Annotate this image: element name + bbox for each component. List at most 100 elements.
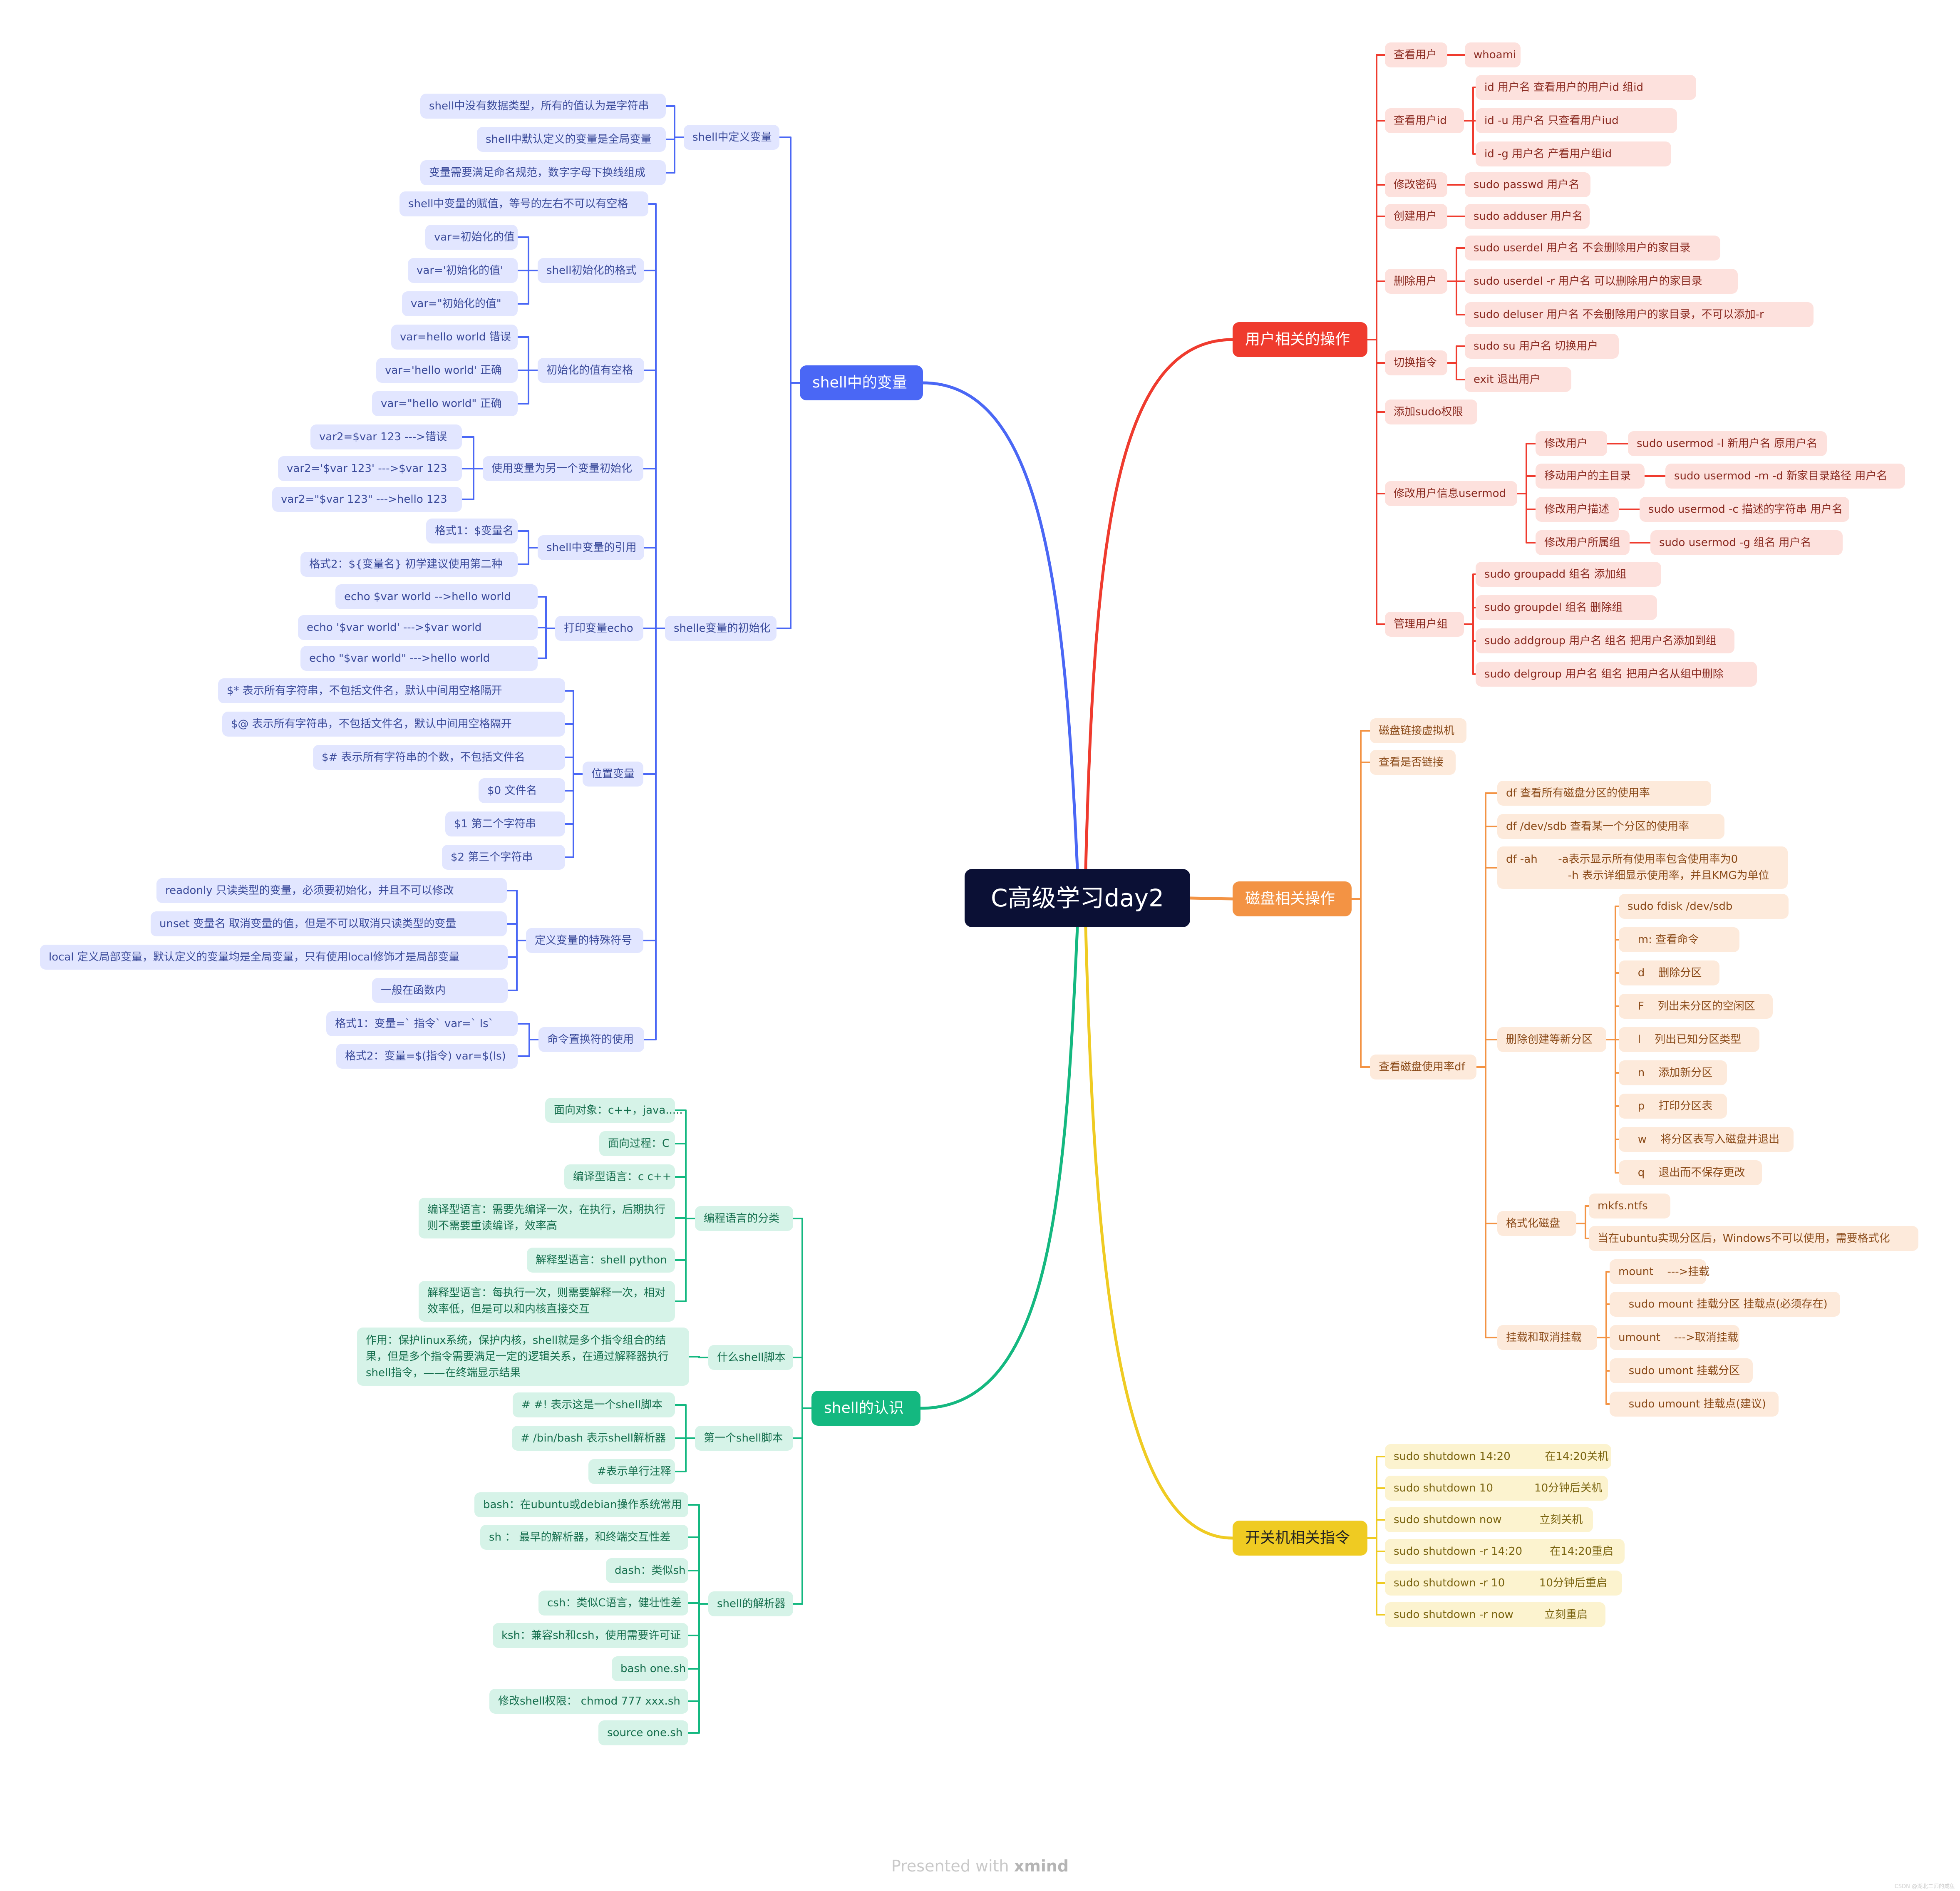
leaf-power-1[interactable]: sudo shutdown 10 10分钟后关机: [1385, 1476, 1608, 1501]
leaf-other-2[interactable]: var2="$var 123" --->hello 123: [272, 487, 462, 512]
leaf-special-3[interactable]: 一般在函数内: [372, 978, 508, 1003]
leaf-parser-1[interactable]: sh ： 最早的解析器，和终端交互性差: [480, 1525, 688, 1550]
node-usermod-1[interactable]: 移动用户的主目录: [1536, 464, 1645, 489]
node-mount[interactable]: 挂载和取消挂载: [1497, 1325, 1597, 1350]
leaf-usermod-cmd-3[interactable]: sudo usermod -g 组名 用户名: [1650, 530, 1843, 555]
leaf-valspace-2[interactable]: var="hello world" 正确: [372, 391, 518, 416]
node-group[interactable]: 管理用户组: [1385, 612, 1464, 637]
leaf-init-space[interactable]: shell中变量的赋值，等号的左右不可以有空格: [399, 191, 648, 216]
leaf-pos-2[interactable]: $# 表示所有字符串的个数，不包括文件名: [313, 745, 565, 770]
node-define-variable[interactable]: shell中定义变量: [684, 125, 779, 150]
leaf-lang-1[interactable]: 面向过程：C: [599, 1131, 675, 1156]
leaf-id-1[interactable]: id -u 用户名 只查看用户iud: [1476, 108, 1677, 133]
leaf-define-2[interactable]: 变量需要满足命名规范，数字字母下换线组成: [420, 160, 666, 185]
leaf-power-3[interactable]: sudo shutdown -r 14:20 在14:20重启: [1385, 1539, 1625, 1564]
leaf-special-1[interactable]: unset 变量名 取消变量的值，但是不可以取消只读类型的变量: [151, 911, 507, 936]
node-disk-check[interactable]: 查看是否链接: [1370, 750, 1456, 775]
leaf-what-0[interactable]: 作用：保护linux系统，保护内核，shell就是多个指令组合的结果，但是多个指…: [357, 1328, 689, 1386]
node-init-value-space[interactable]: 初始化的值有空格: [538, 358, 644, 383]
leaf-adduser[interactable]: sudo adduser 用户名: [1465, 204, 1590, 229]
leaf-part-6[interactable]: p 打印分区表: [1619, 1094, 1727, 1119]
leaf-parser-0[interactable]: bash：在ubuntu或debian操作系统常用: [474, 1492, 688, 1517]
leaf-df-3[interactable]: df -ah -a表示显示所有使用率包含使用率为0 -h 表示详细显示使用率，并…: [1497, 846, 1788, 889]
node-echo[interactable]: 打印变量echo: [555, 616, 643, 641]
leaf-first-0[interactable]: # #! 表示这是一个shell脚本: [513, 1392, 675, 1417]
node-position-vars[interactable]: 位置变量: [583, 762, 643, 787]
node-language-types[interactable]: 编程语言的分类: [695, 1206, 793, 1231]
branch-shell-variables[interactable]: shell中的变量: [800, 365, 923, 400]
leaf-mount-1[interactable]: sudo mount 挂载分区 挂载点(必须存在): [1610, 1292, 1840, 1317]
node-special-symbols[interactable]: 定义变量的特殊符号: [526, 928, 643, 953]
node-first-script[interactable]: 第一个shell脚本: [695, 1426, 793, 1451]
leaf-ref-1[interactable]: 格式2：${变量名} 初学建议使用第二种: [300, 552, 518, 577]
leaf-deluser-2[interactable]: sudo deluser 用户名 不会删除用户的家目录，不可以添加-r: [1465, 302, 1814, 327]
node-df[interactable]: 查看磁盘使用率df: [1370, 1055, 1476, 1080]
node-adduser[interactable]: 创建用户: [1385, 204, 1447, 229]
leaf-part-7[interactable]: w 将分区表写入磁盘并退出: [1619, 1127, 1794, 1152]
leaf-valspace-0[interactable]: var=hello world 错误: [391, 325, 518, 350]
leaf-deluser-0[interactable]: sudo userdel 用户名 不会删除用户的家目录: [1465, 236, 1720, 261]
leaf-mount-0[interactable]: mount --->挂载: [1610, 1259, 1709, 1284]
node-deluser[interactable]: 删除用户: [1385, 269, 1447, 294]
leaf-format-1[interactable]: var='初始化的值': [408, 258, 518, 283]
leaf-pos-4[interactable]: $1 第二个字符串: [445, 811, 565, 836]
leaf-id-0[interactable]: id 用户名 查看用户的用户id 组id: [1476, 75, 1696, 100]
node-whoami[interactable]: 查看用户: [1385, 42, 1447, 67]
leaf-valspace-1[interactable]: var='hello world' 正确: [376, 358, 518, 383]
leaf-deluser-1[interactable]: sudo userdel -r 用户名 可以删除用户的家目录: [1465, 269, 1738, 294]
leaf-group-1[interactable]: sudo groupdel 组名 删除组: [1476, 595, 1657, 620]
leaf-format-2[interactable]: var="初始化的值": [402, 291, 518, 316]
leaf-df-1[interactable]: df 查看所有磁盘分区的使用率: [1497, 781, 1711, 806]
leaf-part-0[interactable]: sudo fdisk /dev/sdb: [1619, 894, 1789, 919]
node-usermod-2[interactable]: 修改用户描述: [1536, 497, 1619, 522]
leaf-power-0[interactable]: sudo shutdown 14:20 在14:20关机: [1385, 1444, 1611, 1469]
leaf-mount-2[interactable]: umount --->取消挂载: [1610, 1325, 1739, 1350]
leaf-group-0[interactable]: sudo groupadd 组名 添加组: [1476, 562, 1661, 587]
leaf-su-0[interactable]: sudo su 用户名 切换用户: [1465, 334, 1619, 359]
leaf-first-2[interactable]: #表示单行注释: [588, 1459, 675, 1484]
leaf-cmd-1[interactable]: 格式2：变量=$(指令) var=$(ls): [336, 1044, 518, 1069]
leaf-parser-7[interactable]: source one.sh: [598, 1720, 688, 1745]
branch-power[interactable]: 开关机相关指令: [1233, 1521, 1367, 1556]
leaf-other-0[interactable]: var2=$var 123 --->错误: [310, 424, 462, 449]
leaf-first-1[interactable]: # /bin/bash 表示shell解析器: [512, 1426, 675, 1451]
node-usermod-0[interactable]: 修改用户: [1536, 431, 1607, 456]
leaf-ref-0[interactable]: 格式1：$变量名: [426, 519, 518, 543]
node-switch-user[interactable]: 切换指令: [1385, 350, 1447, 375]
leaf-echo-2[interactable]: echo "$var world" --->hello world: [300, 646, 538, 671]
leaf-part-3[interactable]: F 列出未分区的空闲区: [1619, 994, 1773, 1019]
leaf-other-1[interactable]: var2='$var 123' --->$var 123: [278, 456, 462, 481]
leaf-define-0[interactable]: shell中没有数据类型，所有的值认为是字符串: [420, 94, 666, 119]
branch-shell-intro[interactable]: shell的认识: [811, 1391, 920, 1426]
leaf-su-1[interactable]: exit 退出用户: [1465, 367, 1571, 392]
leaf-pos-1[interactable]: $@ 表示所有字符串，不包括文件名，默认中间用空格隔开: [222, 712, 565, 737]
node-format-disk[interactable]: 格式化磁盘: [1497, 1211, 1576, 1236]
leaf-define-1[interactable]: shell中默认定义的变量是全局变量: [477, 127, 666, 152]
leaf-group-2[interactable]: sudo addgroup 用户名 组名 把用户名添加到组: [1476, 628, 1734, 653]
node-add-sudo[interactable]: 添加sudo权限: [1385, 400, 1477, 424]
leaf-format-0[interactable]: var=初始化的值: [425, 225, 518, 250]
leaf-pos-0[interactable]: $* 表示所有字符串，不包括文件名，默认中间用空格隔开: [218, 678, 565, 703]
leaf-lang-4[interactable]: 解释型语言：shell python: [527, 1248, 675, 1273]
leaf-lang-3[interactable]: 编译型语言：需要先编译一次，在执行，后期执行则不需要重读编译，效率高: [419, 1198, 675, 1238]
root-node[interactable]: C高级学习day2: [965, 869, 1190, 927]
node-usermod[interactable]: 修改用户信息usermod: [1385, 481, 1517, 506]
leaf-parser-5[interactable]: bash one.sh: [612, 1656, 688, 1681]
node-shell-parser[interactable]: shell的解析器: [708, 1591, 793, 1616]
leaf-pos-5[interactable]: $2 第三个字符串: [442, 845, 565, 870]
leaf-fmt-1[interactable]: 当在ubuntu实现分区后，Windows不可以使用，需要格式化: [1589, 1226, 1918, 1251]
node-command-subst[interactable]: 命令置换符的使用: [538, 1027, 644, 1052]
leaf-part-4[interactable]: l 列出已知分区类型: [1619, 1027, 1759, 1052]
leaf-group-3[interactable]: sudo delgroup 用户名 组名 把用户名从组中删除: [1476, 662, 1757, 687]
leaf-lang-5[interactable]: 解释型语言：每执行一次，则需要解释一次，相对效率低，但是可以和内核直接交互: [419, 1281, 675, 1322]
leaf-usermod-cmd-1[interactable]: sudo usermod -m -d 新家目录路径 用户名: [1665, 464, 1905, 489]
leaf-echo-1[interactable]: echo '$var world' --->$var world: [298, 615, 538, 640]
leaf-special-2[interactable]: local 定义局部变量，默认定义的变量均是全局变量，只有使用local修饰才是…: [40, 945, 508, 970]
leaf-part-1[interactable]: m: 查看命令: [1619, 927, 1739, 952]
leaf-power-2[interactable]: sudo shutdown now 立刻关机: [1385, 1507, 1593, 1532]
leaf-mount-4[interactable]: sudo umount 挂载点(建议): [1610, 1392, 1779, 1417]
leaf-pos-3[interactable]: $0 文件名: [479, 778, 565, 803]
leaf-special-0[interactable]: readonly 只读类型的变量，必须要初始化，并且不可以修改: [156, 878, 507, 903]
node-passwd[interactable]: 修改密码: [1385, 172, 1447, 197]
leaf-whoami[interactable]: whoami: [1465, 42, 1521, 67]
